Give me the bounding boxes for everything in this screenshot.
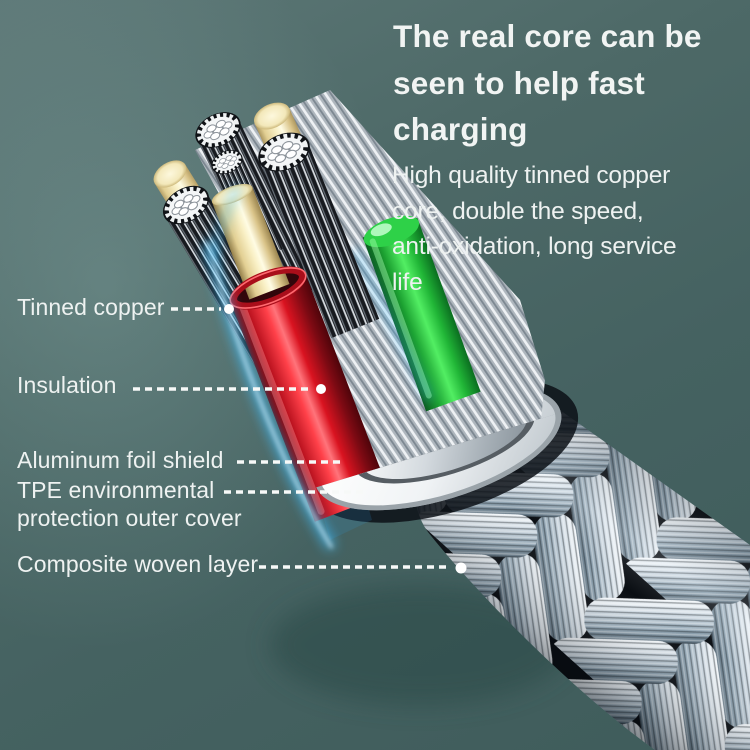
title-line: seen to help fast <box>393 64 645 101</box>
callout-label: protection outer cover <box>17 505 242 531</box>
callout-composite-woven-layer: Composite woven layer <box>17 550 258 578</box>
subtitle-line: anti-oxidation, long service <box>392 233 677 260</box>
page-title: The real core can be seen to help fast c… <box>393 13 745 153</box>
leader-dot-insulation <box>316 384 326 394</box>
leader-dots <box>224 304 467 574</box>
stranded-wire-bundle <box>258 132 380 339</box>
callout-label: TPE environmental <box>17 477 215 503</box>
title-line: The real core can be <box>393 18 702 54</box>
callout-tpe-outer-cover: TPE environmental protection outer cover <box>17 476 242 532</box>
callout-insulation: Insulation <box>17 371 116 399</box>
subtitle-line: core, double the speed, <box>392 197 644 225</box>
blue-glow <box>203 184 336 551</box>
callout-label: Insulation <box>17 372 117 398</box>
subtitle-line: life <box>392 268 423 296</box>
title-line: charging <box>393 111 528 147</box>
leader-lines <box>133 307 450 569</box>
leader-dot-composite-woven-layer <box>455 562 467 574</box>
callout-aluminum-foil-shield: Aluminum foil shield <box>17 446 224 474</box>
leader-dot-tinned-copper <box>224 304 234 314</box>
callout-label: Tinned copper <box>17 294 165 320</box>
callout-label: Composite woven layer <box>17 551 259 577</box>
page-subtitle: High quality tinned copper core, double … <box>392 158 742 300</box>
callout-label: Aluminum foil shield <box>17 447 224 473</box>
callout-tinned-copper: Tinned copper <box>17 293 165 321</box>
wire-bundle <box>153 90 545 551</box>
green-insulation-wire <box>362 215 481 412</box>
subtitle-line: High quality tinned copper <box>392 162 671 189</box>
cable-shadow <box>270 585 570 705</box>
